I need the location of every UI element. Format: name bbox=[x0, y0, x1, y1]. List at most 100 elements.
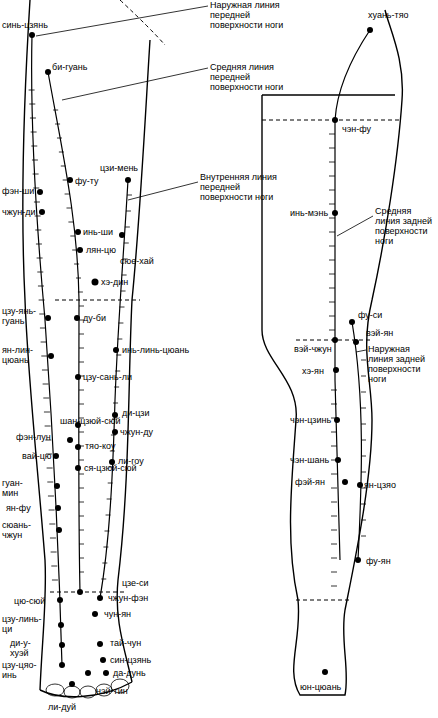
point-label: цзу-янь-гуань bbox=[2, 306, 44, 326]
tick-mark bbox=[79, 460, 84, 461]
tick-mark bbox=[79, 502, 84, 503]
point-label: чун-ян bbox=[104, 609, 131, 619]
tick-mark bbox=[329, 190, 335, 191]
point-label: инь-мэнь bbox=[290, 208, 328, 218]
point-label: цзе-си bbox=[122, 578, 149, 588]
point-label: инь-ши bbox=[83, 227, 113, 237]
tick-mark bbox=[72, 250, 77, 251]
tick-mark bbox=[329, 162, 335, 163]
tick-mark bbox=[49, 524, 55, 525]
tick-mark bbox=[361, 360, 366, 361]
tick-mark bbox=[331, 502, 337, 503]
tick-mark bbox=[51, 552, 57, 553]
line-label: Средняя линия задней поверхности ноги bbox=[375, 206, 435, 246]
tick-mark bbox=[37, 258, 43, 259]
tick-mark bbox=[101, 579, 106, 580]
point-label: лян-цю bbox=[86, 245, 116, 255]
tick-mark bbox=[361, 408, 366, 409]
point-label: юн-цюань bbox=[300, 682, 341, 692]
tick-mark bbox=[76, 278, 81, 279]
tick-mark bbox=[48, 496, 54, 497]
point-label: гуан-мин bbox=[2, 478, 36, 498]
tick-mark bbox=[34, 202, 40, 203]
line-label: Внутренняя линия передней поверхности но… bbox=[200, 172, 290, 202]
tick-mark bbox=[31, 132, 37, 133]
point-label: цзи-мень bbox=[100, 163, 138, 173]
tick-mark bbox=[329, 274, 335, 275]
tick-mark bbox=[39, 300, 45, 301]
tick-mark bbox=[79, 362, 84, 363]
tick-mark bbox=[119, 307, 124, 308]
tick-mark bbox=[36, 244, 42, 245]
tick-mark bbox=[35, 230, 41, 231]
tick-mark bbox=[329, 218, 335, 219]
point-label: хуань-тяо bbox=[368, 10, 409, 20]
point-label: тяо-коу bbox=[85, 441, 115, 451]
tick-mark bbox=[107, 499, 112, 500]
tick-mark bbox=[32, 160, 38, 161]
point-label: чжун-ди bbox=[2, 207, 36, 217]
tick-mark bbox=[55, 124, 60, 125]
tick-mark bbox=[331, 488, 337, 489]
tick-mark bbox=[116, 355, 121, 356]
tick-mark bbox=[79, 348, 84, 349]
point-label: фу-си bbox=[358, 310, 382, 320]
tick-mark bbox=[329, 204, 335, 205]
tick-mark bbox=[331, 516, 337, 517]
point-label: фэй-ян bbox=[295, 477, 325, 487]
tick-mark bbox=[125, 227, 130, 228]
tick-mark bbox=[39, 314, 45, 315]
tick-mark bbox=[329, 232, 335, 233]
point-label: сюе-хай bbox=[120, 256, 154, 266]
tick-mark bbox=[79, 404, 84, 405]
tick-mark bbox=[361, 536, 366, 537]
tick-mark bbox=[331, 530, 337, 531]
dashed-level-line bbox=[50, 0, 400, 600]
tick-mark bbox=[329, 288, 335, 289]
tick-mark bbox=[361, 504, 366, 505]
point-label: фу-ту bbox=[75, 176, 99, 186]
toe-outline bbox=[46, 679, 129, 698]
tick-mark bbox=[79, 488, 84, 489]
point-label: цзу-линь-ци bbox=[2, 614, 46, 634]
tick-mark bbox=[79, 544, 84, 545]
tick-mark bbox=[122, 275, 127, 276]
point-label: ян-цзяо bbox=[364, 480, 396, 490]
leg-outline bbox=[23, 0, 402, 697]
tick-mark bbox=[29, 104, 35, 105]
point-label: ян-лин-цюань bbox=[2, 345, 46, 365]
tick-mark bbox=[331, 558, 337, 559]
point-label: фэн-ши bbox=[2, 186, 34, 196]
tick-mark bbox=[79, 306, 84, 307]
tick-mark bbox=[106, 515, 111, 516]
tick-mark bbox=[79, 474, 84, 475]
tick-mark bbox=[361, 456, 366, 457]
tick-mark bbox=[43, 398, 49, 399]
tick-mark bbox=[41, 356, 47, 357]
tick-mark bbox=[57, 138, 62, 139]
tick-mark bbox=[124, 243, 129, 244]
tick-mark bbox=[331, 390, 337, 391]
point-label: хэ-ян bbox=[302, 366, 324, 376]
tick-mark bbox=[47, 482, 53, 483]
tick-mark bbox=[115, 371, 120, 372]
tick-mark bbox=[59, 152, 64, 153]
tick-mark bbox=[329, 246, 335, 247]
tick-mark bbox=[329, 148, 335, 149]
point-label: ди-у-хуэй bbox=[10, 638, 40, 658]
point-label: син-цзянь bbox=[110, 655, 151, 665]
tick-mark bbox=[79, 558, 84, 559]
tick-mark bbox=[53, 110, 58, 111]
point-label: инь-линь-цюань bbox=[122, 345, 189, 355]
point-label: нэй-тин bbox=[96, 686, 128, 696]
point-label: ду-би bbox=[83, 313, 106, 323]
tick-mark bbox=[103, 547, 108, 548]
tick-marks bbox=[29, 90, 366, 586]
leader-line bbox=[36, 6, 373, 352]
tick-mark bbox=[331, 572, 337, 573]
point-label: да-дунь bbox=[113, 668, 146, 678]
tick-mark bbox=[61, 166, 66, 167]
point-label: вэй-ян bbox=[366, 328, 393, 338]
point-label: ди-цзи bbox=[122, 408, 149, 418]
